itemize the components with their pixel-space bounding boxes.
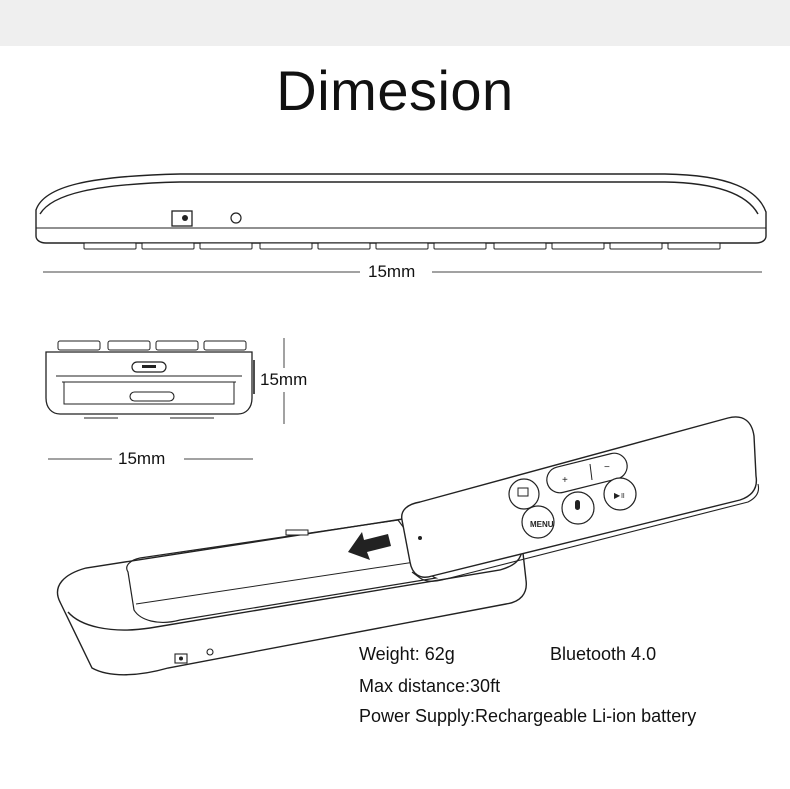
svg-text:MENU: MENU	[530, 520, 554, 529]
home-button-icon	[521, 505, 555, 539]
end-width-label: 15mm	[113, 449, 171, 469]
spec-max-distance: Max distance:30ft	[359, 676, 501, 696]
case-led-icon	[206, 648, 214, 656]
svg-text:+: +	[562, 475, 568, 486]
spec-weight: Weight: 62g	[359, 644, 455, 664]
end-height-label: 15mm	[260, 370, 308, 389]
side-view	[35, 173, 767, 250]
top-band	[0, 0, 790, 46]
end-view	[45, 340, 255, 419]
touch-surface-button	[546, 452, 628, 494]
led-indicator-icon	[230, 212, 242, 224]
side-key-feet	[83, 242, 721, 250]
perspective-remote: + − MENU ▶︎॥	[401, 416, 760, 582]
page-title: Dimesion	[276, 59, 514, 122]
svg-text:▶︎॥: ▶︎॥	[614, 491, 625, 500]
power-switch-icon	[171, 210, 193, 227]
play-pause-button-icon	[603, 477, 637, 511]
menu-button-icon	[508, 478, 540, 510]
side-length-label: 15mm	[363, 262, 421, 282]
spec-power-supply: Power Supply:Rechargeable Li-ion battery	[359, 706, 697, 726]
end-dimension-lines	[48, 338, 285, 460]
insert-arrow-icon	[348, 532, 391, 560]
svg-text:−: −	[604, 462, 610, 473]
spec-bluetooth: Bluetooth 4.0	[550, 644, 657, 664]
